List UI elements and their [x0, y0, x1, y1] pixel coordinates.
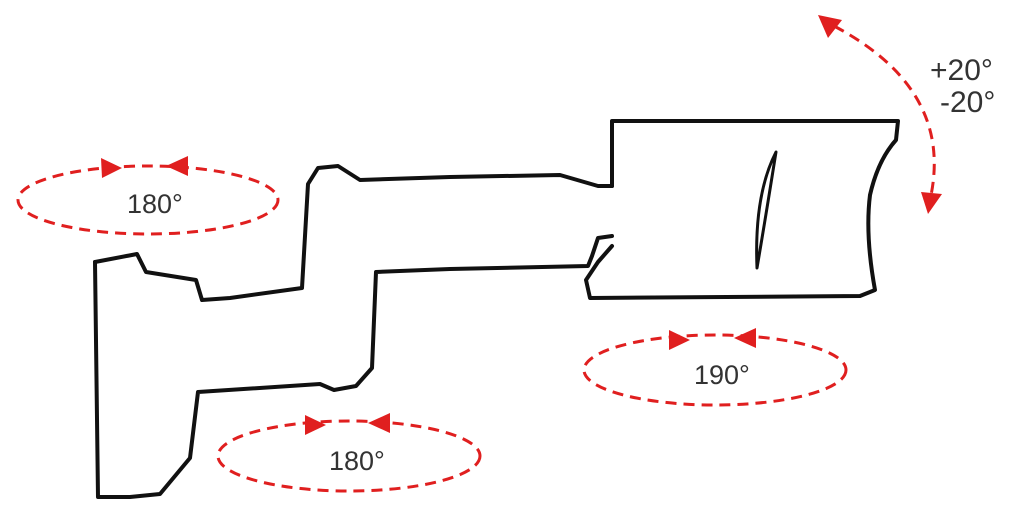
camera-slot-mark	[755, 150, 778, 270]
rotation-indicator-camera: 190°	[582, 328, 848, 407]
camera-head-outline	[584, 119, 900, 300]
rotation-label: 190°	[694, 360, 750, 390]
arrow-left-icon	[734, 328, 756, 348]
arrow-up-icon	[818, 15, 842, 38]
tilt-indicator: +20° -20°	[818, 15, 995, 214]
bracket-outline-lower	[93, 164, 614, 302]
arrow-left-icon	[368, 413, 390, 433]
rotation-ellipse	[216, 419, 482, 493]
tilt-up-label: +20°	[930, 54, 993, 87]
arrow-right-icon	[305, 415, 326, 435]
arrow-left-icon	[166, 156, 188, 176]
tilt-arc	[833, 24, 936, 201]
rotation-indicator-bottom: 180°	[216, 413, 482, 493]
rotation-ellipse	[582, 333, 848, 407]
bracket-outline	[93, 234, 614, 499]
rotation-indicator-top-left: 180°	[16, 156, 280, 236]
rotation-label: 180°	[127, 189, 183, 219]
arrow-right-icon	[101, 158, 122, 178]
arrow-right-icon	[669, 330, 690, 350]
rotation-label: 180°	[329, 446, 385, 476]
arrow-down-icon	[921, 192, 942, 214]
tilt-down-label: -20°	[940, 86, 995, 119]
rotation-ellipse	[16, 164, 280, 236]
